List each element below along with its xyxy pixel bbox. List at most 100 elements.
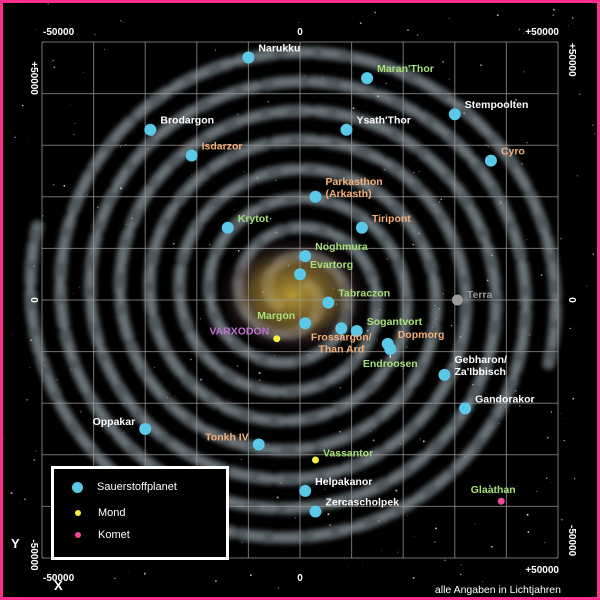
comet-icon[interactable]: [497, 497, 505, 505]
object-helpakanor[interactable]: Helpakanor: [299, 476, 372, 497]
oxygen-planet-icon[interactable]: [139, 423, 152, 435]
object-label: Vassantor: [323, 447, 373, 459]
moon-icon[interactable]: [273, 335, 281, 343]
oxygen-planet-icon[interactable]: [252, 438, 265, 451]
object-oppakar[interactable]: Oppakar: [93, 416, 152, 435]
star: [536, 490, 538, 492]
oxygen-planet-icon[interactable]: [294, 268, 306, 281]
oxygen-planet-icon[interactable]: [299, 250, 312, 263]
oxygen-planet-icon[interactable]: [350, 324, 363, 337]
star: [73, 293, 74, 294]
star: [48, 244, 50, 246]
star: [56, 379, 58, 381]
object-terra[interactable]: Terra: [451, 289, 493, 306]
star: [120, 20, 122, 22]
object-margon[interactable]: Margon: [257, 310, 312, 330]
star: [569, 327, 572, 330]
star: [27, 140, 29, 142]
object-label: Krytot: [238, 213, 269, 225]
oxygen-planet-icon[interactable]: [242, 51, 255, 64]
star: [294, 517, 297, 519]
y-left-bottom-label: -50000: [28, 539, 39, 571]
starfield: [3, 3, 596, 589]
object-gebharon[interactable]: Gebharon/Za'Ibbisch: [438, 354, 507, 381]
object-krytot[interactable]: Krytot: [221, 213, 269, 234]
oxygen-planet-icon[interactable]: [335, 322, 348, 335]
star: [361, 564, 363, 566]
star: [516, 485, 518, 487]
object-vassantor[interactable]: Vassantor: [311, 447, 373, 464]
star: [490, 545, 493, 548]
star: [356, 376, 358, 378]
galaxy-map: -50000 0 +50000 -50000 0 +50000 +50000 0…: [3, 3, 596, 589]
star: [35, 450, 37, 452]
object-narukku[interactable]: Narukku: [242, 42, 300, 64]
star: [592, 124, 594, 126]
star: [565, 418, 567, 420]
legend-row-oxygen: Sauerstoffplanet: [72, 481, 177, 493]
star: [386, 258, 388, 260]
star: [19, 502, 21, 503]
object-tiripont[interactable]: Tiripont: [355, 213, 411, 234]
object-gandorakor[interactable]: Gandorakor: [459, 393, 535, 415]
oxygen-planet-icon[interactable]: [309, 190, 322, 203]
star: [35, 29, 37, 30]
oxygen-planet-icon[interactable]: [299, 317, 312, 330]
star: [586, 285, 588, 287]
object-endroosen[interactable]: Endroosen: [363, 343, 418, 370]
object-noghmura[interactable]: Noghmura: [299, 241, 368, 263]
star: [267, 100, 270, 103]
star: [86, 194, 88, 196]
object-glaathan[interactable]: Glaathan: [471, 484, 516, 505]
object-sogantvort[interactable]: Sogantvort: [350, 316, 423, 337]
oxygen-planet-icon[interactable]: [438, 368, 451, 381]
oxygen-planet-icon[interactable]: [221, 221, 234, 234]
star: [489, 485, 491, 487]
object-label-line2: (Arkasth): [325, 188, 371, 200]
object-label: Helpakanor: [315, 476, 372, 488]
object-tabraczon[interactable]: Tabraczon: [322, 288, 390, 309]
star: [204, 124, 207, 127]
terra-planet-icon[interactable]: [451, 294, 463, 306]
object-evartorg[interactable]: Evartorg: [294, 259, 353, 281]
oxygen-planet-icon[interactable]: [322, 296, 335, 309]
object-tonkh-iv[interactable]: Tonkh IV: [205, 431, 265, 451]
star: [26, 398, 29, 401]
star: [419, 438, 422, 440]
oxygen-planet-icon[interactable]: [309, 505, 322, 518]
object-varxodon[interactable]: VARXODON: [209, 326, 281, 343]
star: [236, 113, 239, 116]
oxygen-planet-icon[interactable]: [361, 72, 374, 85]
star: [114, 577, 116, 580]
star: [560, 518, 563, 521]
object-maran-thor[interactable]: Maran'Thor: [361, 63, 434, 85]
oxygen-planet-icon[interactable]: [340, 123, 353, 136]
object-isdarzor[interactable]: Isdarzor: [185, 141, 243, 162]
star: [440, 198, 442, 201]
object-ysath-thor[interactable]: Ysath'Thor: [340, 115, 411, 136]
star: [496, 14, 499, 17]
x-top-max-label: +50000: [525, 27, 559, 38]
object-stempoolten[interactable]: Stempoolten: [448, 99, 529, 121]
oxygen-planet-icon[interactable]: [484, 154, 497, 167]
oxygen-planet-icon[interactable]: [384, 343, 397, 356]
oxygen-planet-icon[interactable]: [299, 484, 312, 497]
oxygen-planet-icon[interactable]: [144, 123, 157, 136]
object-frossargon[interactable]: Frossargon/Than Ard: [311, 322, 372, 355]
star: [571, 17, 574, 19]
oxygen-planet-icon[interactable]: [448, 108, 461, 121]
moon-icon[interactable]: [311, 456, 319, 464]
object-parkasthon[interactable]: Parkasthon(Arkasth): [309, 176, 383, 203]
object-brodargon[interactable]: Brodargon: [144, 115, 214, 136]
oxygen-planet-icon[interactable]: [185, 149, 198, 162]
object-cyro[interactable]: Cyro: [484, 146, 525, 167]
star: [277, 587, 280, 589]
oxygen-planet-icon[interactable]: [355, 221, 368, 234]
star: [508, 322, 510, 323]
star: [518, 28, 521, 31]
oxygen-planet-icon[interactable]: [459, 402, 472, 415]
star: [298, 22, 300, 23]
star: [11, 335, 12, 336]
object-zercascholpek[interactable]: Zercascholpek: [309, 497, 399, 518]
star: [372, 439, 375, 442]
